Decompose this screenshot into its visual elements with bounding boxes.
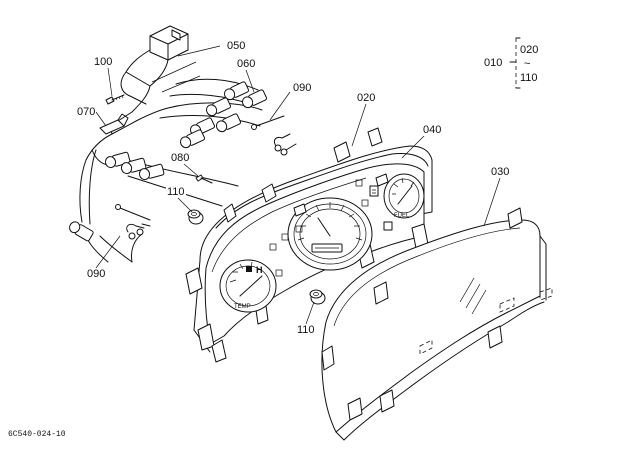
drawing-code: 6C540-024-10 <box>8 430 66 439</box>
gauge-h-mark: H <box>256 265 263 275</box>
callout-070: 070 <box>76 106 97 118</box>
callout-100: 100 <box>93 56 114 68</box>
callout-080: 080 <box>170 152 191 164</box>
gauge-fuel-label: FUEL <box>394 213 410 219</box>
callout-110-mid: 110 <box>166 186 186 198</box>
bulb-sockets-060 <box>69 81 267 242</box>
callout-090-bottom: 090 <box>86 268 107 280</box>
screw-080 <box>195 174 213 184</box>
bushing-110-mid <box>187 209 204 225</box>
range-note-main: 010 <box>484 57 503 69</box>
harness-clip-070 <box>99 113 129 135</box>
gauge-temp-label: TEMP <box>234 304 251 310</box>
terminals-090-bottom <box>115 204 151 240</box>
meter-cover-030 <box>321 207 553 441</box>
callout-030: 030 <box>490 166 511 178</box>
bushing-110-bottom <box>309 289 326 305</box>
leader-lines <box>95 45 501 325</box>
range-note-tilde: ~ <box>524 58 531 70</box>
callout-110-bottom: 110 <box>296 324 316 336</box>
terminals-090-top <box>251 115 297 156</box>
range-bracket <box>509 37 521 89</box>
screw-100 <box>105 94 125 105</box>
meter-housing-020 <box>185 127 433 363</box>
callout-050: 050 <box>226 40 247 52</box>
callout-020: 020 <box>356 92 377 104</box>
callout-090-top: 090 <box>292 82 313 94</box>
range-note-to: 110 <box>520 72 538 84</box>
connector-050 <box>149 25 189 61</box>
range-note-from: 020 <box>520 44 539 56</box>
callout-040: 040 <box>422 124 443 136</box>
callout-060: 060 <box>236 58 257 70</box>
